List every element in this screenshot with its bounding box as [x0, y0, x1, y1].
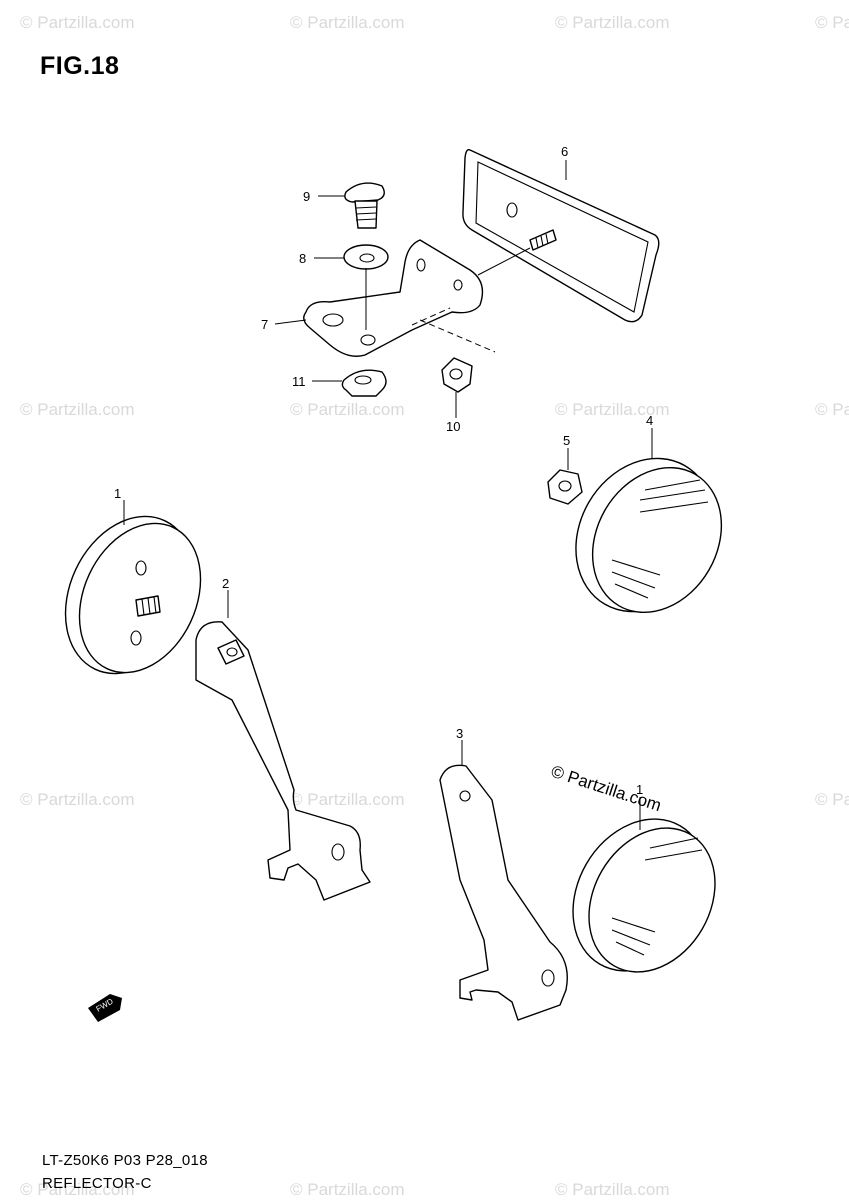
watermark: © Partzilla.com — [555, 400, 670, 419]
callout-label: 4 — [646, 413, 653, 428]
callout-label: 1 — [636, 782, 643, 797]
callout-label: 9 — [303, 189, 310, 204]
watermark: © Partzilla.com — [290, 790, 405, 809]
callout-label: 1 — [114, 486, 121, 501]
callout-label: 10 — [446, 419, 460, 434]
part-9-bolt — [344, 182, 385, 229]
watermark-layer: © Partzilla.com © Partzilla.com © Partzi… — [20, 13, 849, 1199]
watermark: © Partzilla.com — [20, 790, 135, 809]
part-3-short-bracket — [439, 764, 568, 1021]
watermark: © Partzilla.com — [290, 1180, 405, 1199]
callout-label: 11 — [292, 374, 306, 389]
part-8-washer — [343, 244, 389, 270]
callout-label: 8 — [299, 251, 306, 266]
watermark: © Partzilla.com — [20, 1180, 135, 1199]
callout-label: 7 — [261, 317, 268, 332]
part-6-rect-reflector — [462, 148, 660, 323]
part-10-nut — [441, 357, 473, 393]
watermark: © Partzilla.com — [290, 13, 405, 32]
callout-label: 5 — [563, 433, 570, 448]
callout-label: 3 — [456, 726, 463, 741]
watermark: © Partzilla.com — [815, 790, 849, 809]
callout-label: 6 — [561, 144, 568, 159]
callout-layer: 1 2 3 4 5 6 7 8 9 10 11 1 — [114, 144, 653, 830]
watermark: © Partzilla.com — [290, 400, 405, 419]
part-2-long-bracket — [195, 621, 371, 901]
watermark: © Partzilla.com — [815, 400, 849, 419]
part-1-round-reflector-right — [572, 818, 716, 973]
fwd-arrow-icon: FWD — [88, 994, 122, 1022]
partzilla-watermark: © Partzilla.com — [549, 762, 664, 815]
watermark: © Partzilla.com — [20, 400, 135, 419]
callout-label: 2 — [222, 576, 229, 591]
part-5-nut — [547, 469, 583, 505]
figure-title: FIG.18 — [40, 52, 120, 80]
figure-code: LT-Z50K6 P03 P28_018 — [42, 1152, 208, 1169]
figure-name: REFLECTOR-C — [42, 1175, 152, 1192]
part-11-grommet — [341, 369, 387, 397]
watermark: © Partzilla.com — [555, 13, 670, 32]
watermark: © Partzilla.com — [815, 13, 849, 32]
part-4-round-reflector — [575, 457, 723, 614]
part-7-bracket — [303, 239, 531, 357]
watermark: © Partzilla.com — [20, 13, 135, 32]
watermark: © Partzilla.com — [555, 1180, 670, 1199]
part-1-round-reflector-left — [64, 515, 202, 675]
